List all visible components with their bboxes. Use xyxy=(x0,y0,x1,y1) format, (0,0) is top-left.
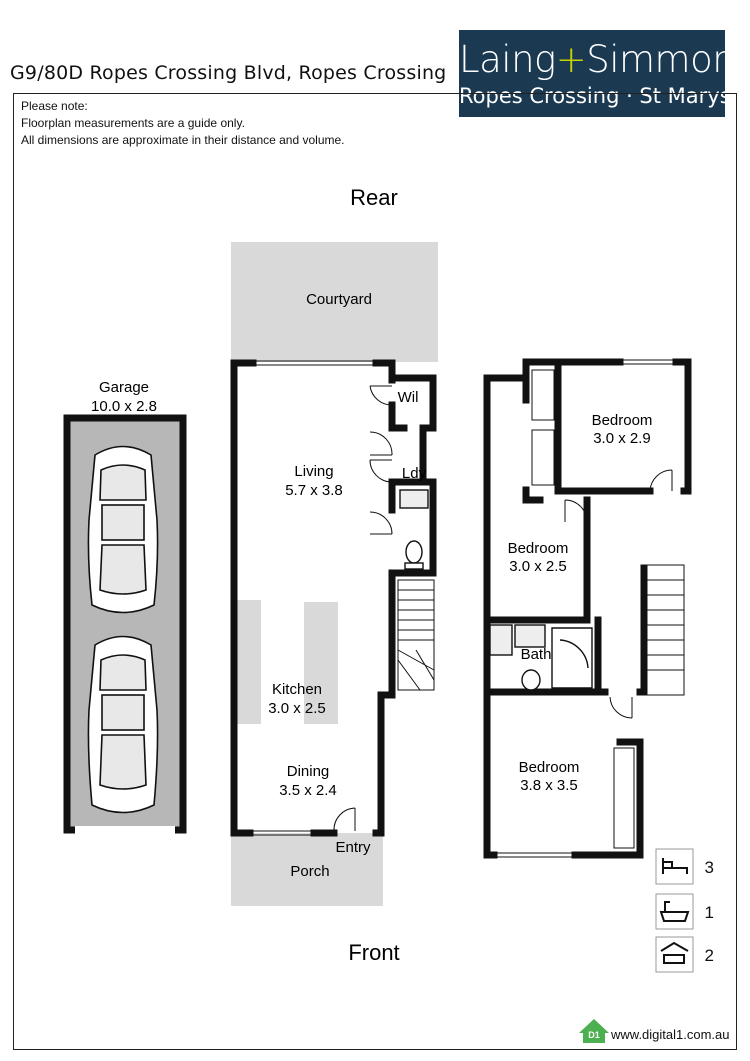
agency-logo: Laing+Simmons Ropes Crossing · St Marys xyxy=(459,30,750,117)
upper-stair xyxy=(645,564,685,696)
porch-area xyxy=(231,833,383,906)
label-garage: Garage xyxy=(99,379,149,396)
car-icon xyxy=(655,936,694,973)
ground-floor-walls xyxy=(230,359,437,837)
label-kitchen: Kitchen xyxy=(272,681,322,698)
label-bedroom-1: Bedroom xyxy=(592,412,653,429)
ground-stair xyxy=(397,579,435,691)
disclaimer-note: Please note: Floorplan measurements are … xyxy=(21,98,345,149)
label-ldy: Ldy xyxy=(402,465,427,482)
label-entry: Entry xyxy=(335,839,371,856)
bathroom-count: 1 xyxy=(704,903,714,922)
logo-plus: + xyxy=(555,38,587,81)
label-dining-size: 3.5 x 2.4 xyxy=(279,782,337,799)
label-bedroom-3: Bedroom xyxy=(519,759,580,776)
kitchen-bench xyxy=(237,600,261,724)
label-rear: Rear xyxy=(350,185,398,210)
label-bedroom-2: Bedroom xyxy=(508,540,569,557)
label-bedroom-1-size: 3.0 x 2.9 xyxy=(593,430,651,447)
property-address: G9/80D Ropes Crossing Blvd, Ropes Crossi… xyxy=(10,62,447,84)
logo-subtitle: Ropes Crossing · St Marys xyxy=(459,84,731,108)
label-porch: Porch xyxy=(290,863,329,880)
courtyard-area xyxy=(231,242,438,362)
bath-icon xyxy=(655,893,694,930)
label-bath: Bath xyxy=(521,646,552,663)
car-top xyxy=(87,445,159,614)
footer-website[interactable]: www.digital1.com.au xyxy=(611,1027,730,1042)
label-bedroom-3-size: 3.8 x 3.5 xyxy=(520,777,578,794)
label-kitchen-size: 3.0 x 2.5 xyxy=(268,700,326,717)
kitchen-island xyxy=(304,602,338,724)
toilet-fixture xyxy=(399,489,429,570)
car-count: 2 xyxy=(704,946,714,965)
bedroom-count: 3 xyxy=(704,858,714,877)
logo-brand-right: Simmons xyxy=(586,38,750,81)
label-wil: Wil xyxy=(398,389,419,406)
note-line-1: Floorplan measurements are a guide only. xyxy=(21,116,245,130)
label-garage-size: 10.0 x 2.8 xyxy=(91,398,157,415)
label-dining: Dining xyxy=(287,763,330,780)
digital1-logo-text: D1 xyxy=(588,1030,600,1040)
plan-frame xyxy=(13,93,737,1050)
logo-brand-left: Laing xyxy=(459,38,556,81)
upper-floor-walls xyxy=(483,358,692,859)
logo-brand: Laing+Simmons xyxy=(459,38,750,81)
digital1-logo: D1 xyxy=(579,1019,609,1043)
label-living: Living xyxy=(294,463,333,480)
label-bedroom-2-size: 3.0 x 2.5 xyxy=(509,558,567,575)
note-line-2: All dimensions are approximate in their … xyxy=(21,133,345,147)
car-bottom xyxy=(87,635,159,814)
ground-floor-windows xyxy=(250,360,393,836)
label-courtyard: Courtyard xyxy=(306,291,372,308)
note-title: Please note: xyxy=(21,99,88,113)
bed-icon xyxy=(655,848,694,885)
garage-door xyxy=(75,826,175,834)
label-living-size: 5.7 x 3.8 xyxy=(285,482,343,499)
label-front: Front xyxy=(348,940,399,965)
upper-floor-windows xyxy=(494,359,676,858)
bath-fixtures xyxy=(489,624,593,691)
